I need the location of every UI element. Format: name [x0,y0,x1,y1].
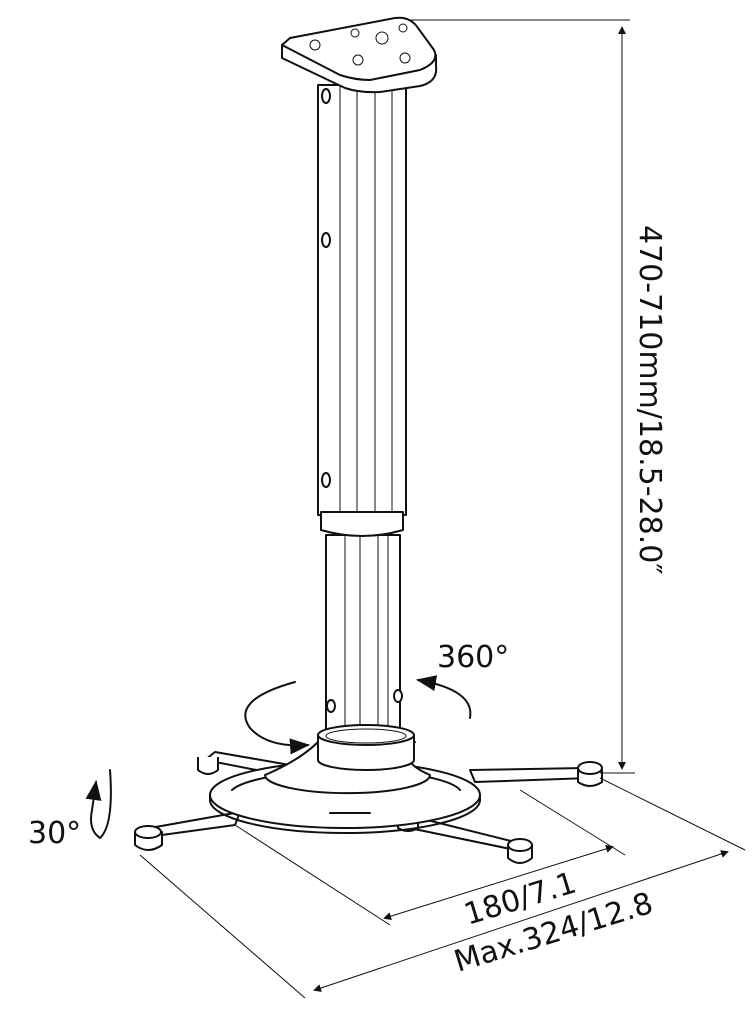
tilt-30-indicator: 30° [28,769,112,851]
tilt-label: 30° [28,816,81,851]
lower-tube [325,534,403,741]
rotation-label: 360° [437,640,509,675]
ceiling-plate [281,16,438,94]
rotation-collar [317,724,415,771]
rotation-360-indicator: 360° [244,640,509,755]
height-label: 470-710mm/18.5-28.0″ [632,225,667,575]
height-dimension: 470-710mm/18.5-28.0″ [410,19,667,774]
upper-tube [317,84,407,537]
